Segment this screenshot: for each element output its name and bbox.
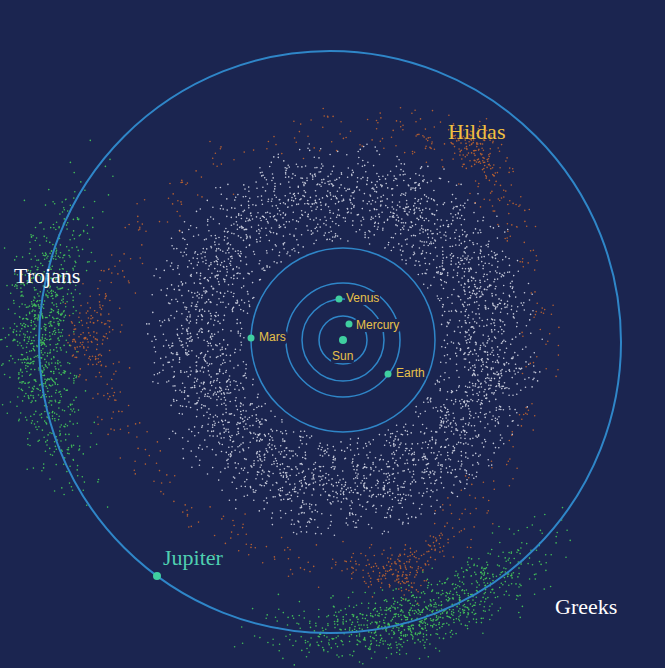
earth-dot: [385, 371, 392, 378]
hilda-dots: [65, 108, 559, 604]
venus-dot: [336, 296, 343, 303]
planet-label: Earth: [395, 367, 426, 380]
jupiter-dot: [153, 572, 161, 580]
mercury-dot: [346, 321, 353, 328]
earth-orbit: [286, 283, 400, 397]
jupiter-orbit: [39, 51, 621, 633]
planet-label: Mercury: [355, 319, 400, 332]
group-label: Hildas: [448, 120, 505, 144]
venus-orbit: [302, 299, 384, 381]
planet-label: Mars: [258, 331, 287, 344]
planet-label: Sun: [331, 350, 354, 363]
group-label: Greeks: [555, 595, 617, 619]
planet-label: Venus: [345, 292, 380, 305]
asteroid-dots: [0, 108, 570, 668]
group-label: Trojans: [14, 264, 80, 288]
planet-label: Jupiter: [163, 546, 223, 570]
main-belt-dots: [147, 144, 543, 535]
mars-dot: [248, 335, 255, 342]
sun-dot: [339, 336, 347, 344]
mars-orbit: [251, 248, 435, 432]
